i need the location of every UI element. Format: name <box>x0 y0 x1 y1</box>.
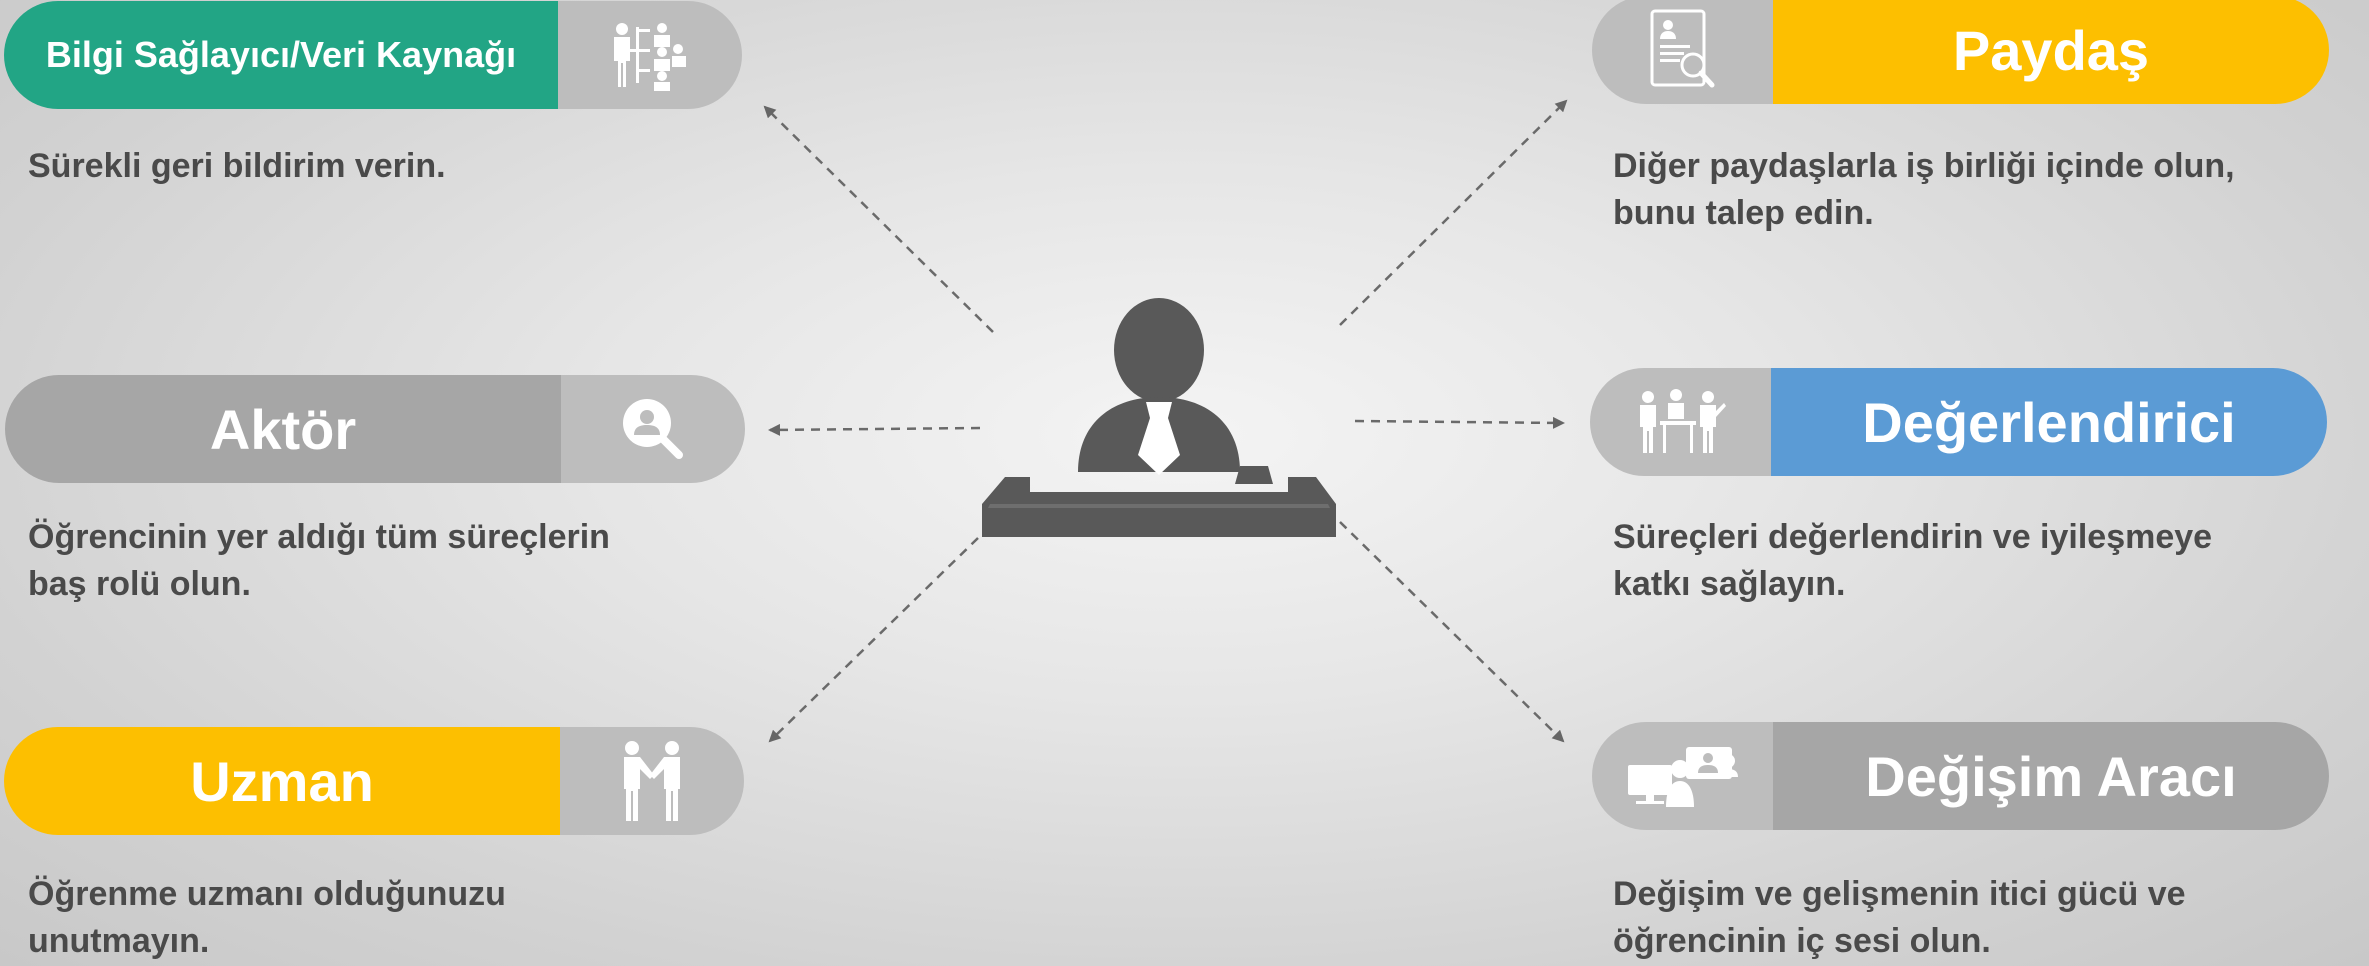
role-aktor-title-band: Aktör <box>5 375 561 483</box>
role-title: Değerlendirici <box>1862 390 2236 454</box>
role-degerlendirici: Değerlendirici <box>1590 368 2327 476</box>
arrow-to-degerlendirici <box>1354 416 1565 429</box>
role-bilgi-saglayici: Bilgi Sağlayıcı/Veri Kaynağı <box>4 1 742 109</box>
person-at-desk-icon <box>982 298 1336 537</box>
description-line: Öğrenme uzmanı olduğunuzu <box>28 875 506 913</box>
role-degisim-description: Değişim ve gelişmenin itici gücü ve öğre… <box>1613 871 2186 965</box>
role-title: Aktör <box>209 397 357 461</box>
user-search-icon <box>561 375 745 483</box>
role-title: Bilgi Sağlayıcı/Veri Kaynağı <box>45 34 517 75</box>
role-aktor-description: Öğrencinin yer aldığı tüm süreçlerin baş… <box>28 514 610 608</box>
role-paydas-description: Diğer paydaşlarla iş birliği içinde olun… <box>1613 143 2235 237</box>
description-line: öğrencinin iç sesi olun. <box>1613 922 1991 960</box>
role-degisim-araci: Değişim Aracı <box>1592 722 2329 830</box>
role-degerlendirici-title-band: Değerlendirici <box>1771 368 2327 476</box>
role-title: Uzman <box>190 749 374 813</box>
role-paydas: Paydaş <box>1592 0 2329 104</box>
document-search-icon <box>1592 0 1773 104</box>
arrow-to-uzman <box>768 537 979 743</box>
role-uzman-description: Öğrenme uzmanı olduğunuzu unutmayın. <box>28 871 506 965</box>
role-bilgi-title-band: Bilgi Sağlayıcı/Veri Kaynağı <box>4 1 558 109</box>
description-line: Öğrencinin yer aldığı tüm süreçlerin <box>28 518 610 556</box>
handshake-icon <box>560 727 744 835</box>
role-degerlendirici-description: Süreçleri değerlendirin ve iyileşmeye ka… <box>1613 514 2212 608</box>
description-line: Değişim ve gelişmenin itici gücü ve <box>1613 875 2186 913</box>
role-degisim-title-band: Değişim Aracı <box>1773 722 2329 830</box>
description-line: baş rolü olun. <box>28 565 251 603</box>
role-uzman: Uzman <box>4 727 744 835</box>
role-aktor: Aktör <box>5 375 745 483</box>
description-line: bunu talep edin. <box>1613 194 1874 232</box>
description-line: Süreçleri değerlendirin ve iyileşmeye <box>1613 518 2213 556</box>
arrow-to-degisim <box>1339 521 1565 743</box>
computer-users-icon <box>1592 722 1773 830</box>
description-line: Sürekli geri bildirim verin. <box>28 147 446 185</box>
meeting-table-icon <box>1590 368 1771 476</box>
role-uzman-title-band: Uzman <box>4 727 560 835</box>
arrow-to-bilgi <box>763 105 994 333</box>
arrow-to-aktor <box>768 423 981 436</box>
description-line: katkı sağlayın. <box>1613 565 1846 603</box>
role-bilgi-description: Sürekli geri bildirim verin. <box>28 143 446 190</box>
role-paydas-title-band: Paydaş <box>1773 0 2329 104</box>
description-line: Diğer paydaşlarla iş birliği içinde olun… <box>1613 147 2235 185</box>
role-title: Paydaş <box>1952 18 2150 82</box>
description-line: unutmayın. <box>28 922 210 960</box>
org-chart-presenter-icon <box>558 1 742 109</box>
arrow-to-paydas <box>1339 99 1568 326</box>
role-title: Değişim Aracı <box>1865 744 2237 808</box>
